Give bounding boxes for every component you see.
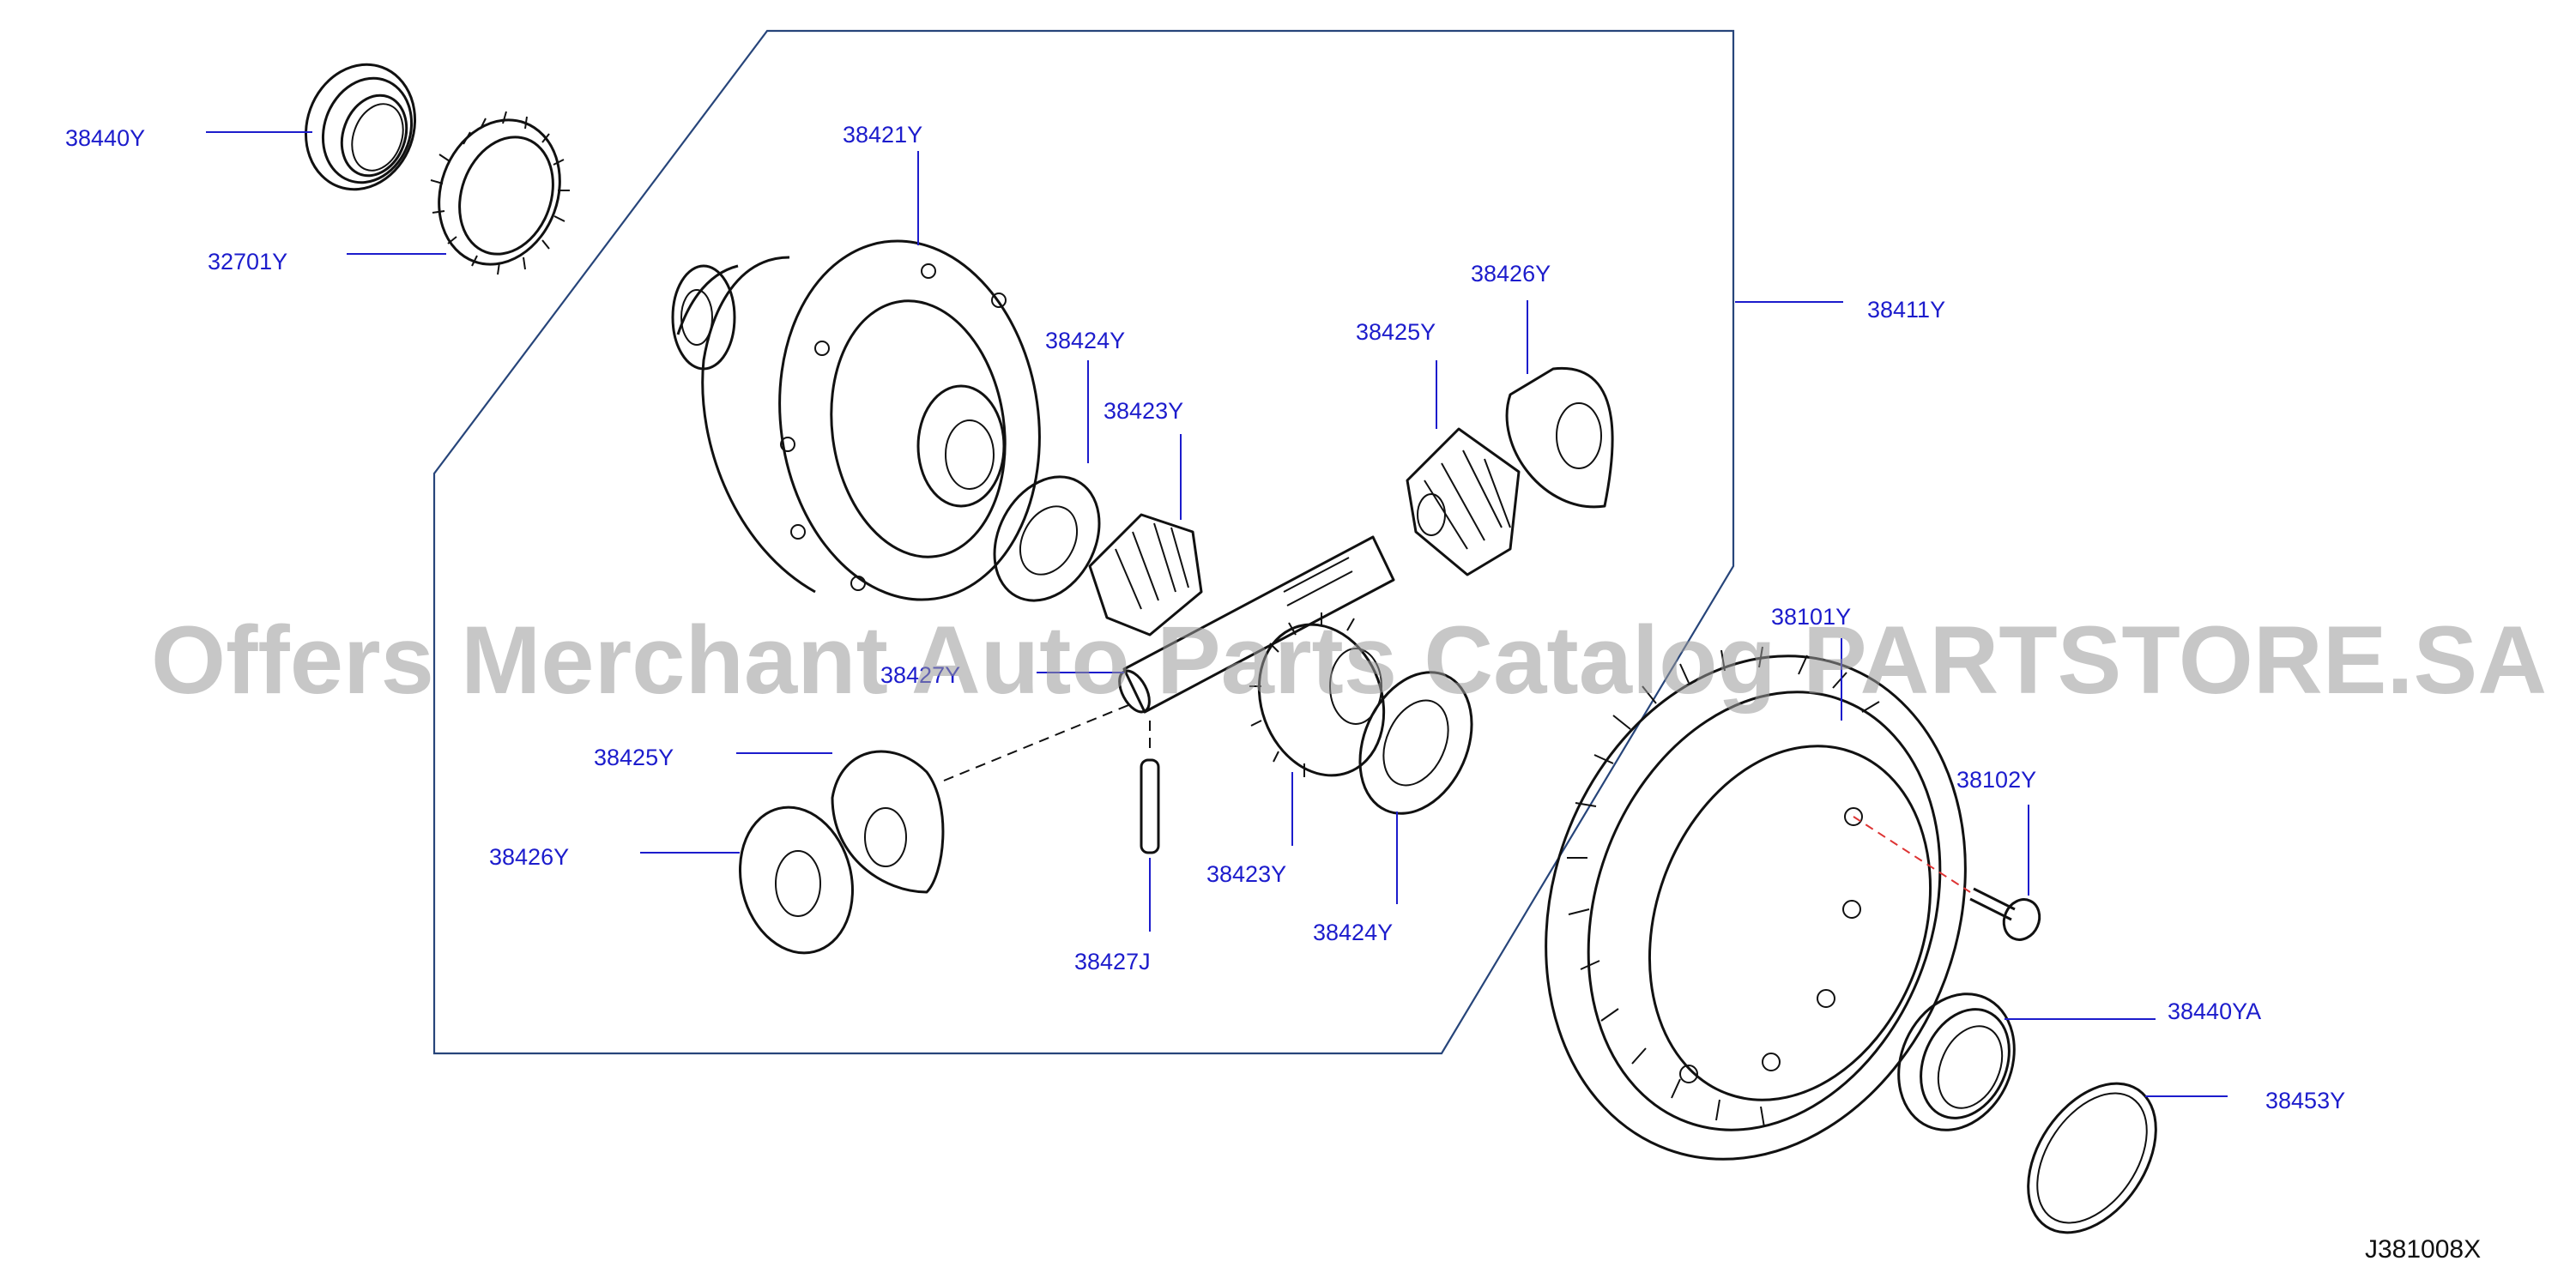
watermark-text: Offers Merchant Auto Parts Catalog PARTS… [151, 606, 2547, 714]
pinion-38425Y-lower[interactable] [831, 703, 1134, 894]
case-assembly-frame [432, 29, 1735, 1055]
side-gear-38423Y-lower[interactable] [1238, 606, 1404, 793]
label-38427Y[interactable]: 38427Y [880, 662, 960, 688]
label-38421Y[interactable]: 38421Y [843, 122, 922, 148]
label-38423Y-lower[interactable]: 38423Y [1206, 861, 1286, 887]
label-38424Y-upper[interactable]: 38424Y [1045, 328, 1125, 353]
label-38426Y-upper[interactable]: 38426Y [1471, 261, 1551, 287]
label-38427J[interactable]: 38427J [1074, 949, 1151, 974]
diagram-code: J381008X [2365, 1235, 2481, 1264]
label-38101Y[interactable]: 38101Y [1771, 604, 1851, 630]
bearing-38440YA[interactable] [1878, 975, 2035, 1149]
gear-32701Y[interactable] [420, 103, 580, 281]
washer-38426Y-upper[interactable] [1505, 367, 1614, 509]
label-38440Y[interactable]: 38440Y [65, 125, 145, 151]
pinion-38425Y-upper[interactable] [1406, 427, 1521, 576]
bolt-38102Y[interactable] [1853, 816, 2046, 945]
label-38440YA[interactable]: 38440YA [2168, 998, 2261, 1024]
ring-gear-38101Y[interactable] [1478, 596, 2035, 1218]
label-38102Y[interactable]: 38102Y [1956, 767, 2036, 793]
washer-38426Y-lower[interactable] [725, 795, 868, 965]
label-38453Y[interactable]: 38453Y [2265, 1088, 2345, 1113]
label-38423Y-upper[interactable]: 38423Y [1104, 398, 1183, 424]
shim-38453Y[interactable] [2002, 1060, 2182, 1257]
thrust-washer-38424Y-upper[interactable] [974, 459, 1120, 619]
label-32701Y[interactable]: 32701Y [208, 249, 287, 275]
label-38425Y-lower[interactable]: 38425Y [594, 745, 674, 770]
side-gear-38423Y-upper[interactable] [1088, 513, 1203, 636]
label-38424Y-lower[interactable]: 38424Y [1313, 920, 1393, 945]
thrust-washer-38424Y-lower[interactable] [1339, 655, 1493, 831]
label-38411Y[interactable]: 38411Y [1867, 297, 1945, 323]
differential-case-38421Y[interactable] [671, 224, 1062, 617]
pin-38427J[interactable] [1140, 721, 1160, 854]
leader-lines [206, 131, 2228, 1097]
label-38426Y-lower[interactable]: 38426Y [489, 844, 569, 870]
bearing-38440Y[interactable] [288, 49, 432, 204]
label-38425Y-upper[interactable]: 38425Y [1356, 319, 1436, 345]
